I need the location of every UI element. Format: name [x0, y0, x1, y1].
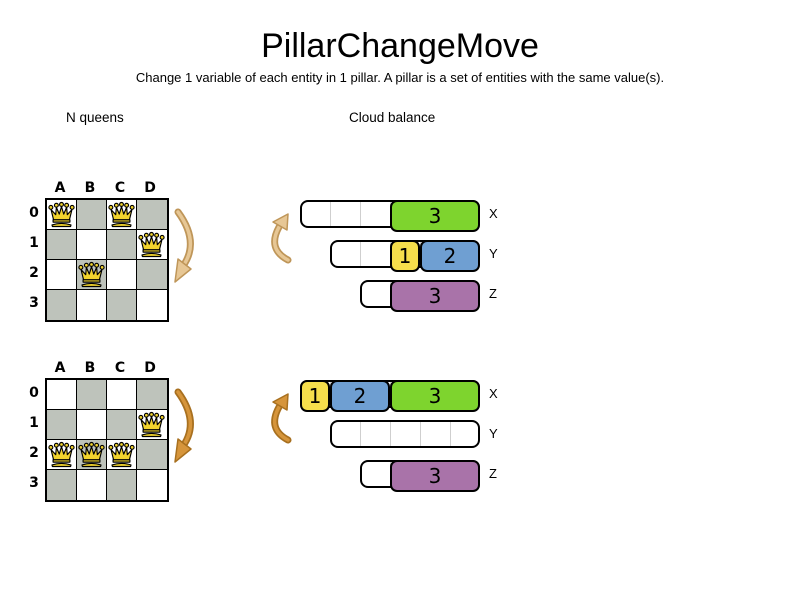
nqueens-board-before: A B C D 0 1 2 3: [25, 180, 225, 330]
column-label: D: [144, 360, 156, 376]
board-cell: [47, 290, 77, 320]
board-cell: [47, 470, 77, 500]
queen-crown-icon: [47, 200, 77, 230]
computer-capacity-bar: 3: [360, 460, 480, 492]
chessboard: [45, 198, 169, 322]
computer-capacity-bar: [330, 420, 480, 448]
board-cell: [107, 380, 137, 410]
board-cell: [137, 200, 167, 230]
board-cell: [77, 200, 107, 230]
board-cell: [107, 410, 137, 440]
board-cell: [47, 440, 77, 470]
queen-crown-icon: [77, 440, 107, 470]
capacity-cell-divider: [450, 422, 451, 446]
process-block-yellow: 1: [390, 240, 420, 272]
row-label: 1: [29, 235, 39, 251]
capacity-cell-divider: [420, 422, 421, 446]
queen-crown-icon: [137, 410, 167, 440]
computer-label: Z: [489, 286, 497, 301]
computer-label: X: [489, 386, 498, 401]
row-label: 2: [29, 265, 39, 281]
capacity-cell-divider: [360, 242, 361, 266]
row-label: 2: [29, 445, 39, 461]
board-cell: [47, 410, 77, 440]
page-subtitle: Change 1 variable of each entity in 1 pi…: [135, 70, 665, 85]
pillar-move-arrow-icon: [174, 388, 194, 463]
board-cell: [47, 230, 77, 260]
capacity-cell-divider: [360, 202, 361, 226]
nqueens-board-after: A B C D 0 1 2 3: [25, 360, 225, 510]
computer-label: Y: [489, 246, 498, 261]
board-cell: [47, 260, 77, 290]
pillar-move-arrow-icon: [271, 213, 292, 264]
board-cell: [107, 260, 137, 290]
process-block-yellow: 1: [300, 380, 330, 412]
board-cell: [107, 290, 137, 320]
row-label: 3: [29, 475, 39, 491]
queen-crown-icon: [107, 200, 137, 230]
page-title: PillarChangeMove: [261, 27, 539, 65]
column-label: C: [114, 180, 126, 196]
process-block-purple: 3: [390, 280, 480, 312]
capacity-cell-divider: [390, 422, 391, 446]
board-cell: [107, 200, 137, 230]
board-cell: [107, 230, 137, 260]
queen-crown-icon: [107, 440, 137, 470]
process-block-blue: 2: [420, 240, 480, 272]
computer-label: Y: [489, 426, 498, 441]
computer-capacity-bar: 3: [300, 200, 480, 232]
board-cell: [77, 230, 107, 260]
column-label: C: [114, 360, 126, 376]
computer-label: X: [489, 206, 498, 221]
board-cell: [137, 380, 167, 410]
column-label: A: [54, 360, 66, 376]
section-label-nqueens: N queens: [66, 110, 124, 125]
column-label: B: [84, 180, 96, 196]
board-cell: [77, 290, 107, 320]
section-label-cloudbalance: Cloud balance: [349, 110, 436, 125]
queen-crown-icon: [47, 440, 77, 470]
pillar-move-arrow-icon: [174, 208, 194, 283]
process-block-green: 3: [390, 380, 480, 412]
chessboard: [45, 378, 169, 502]
pillar-move-arrow-icon: [271, 393, 292, 444]
column-label: A: [54, 180, 66, 196]
queen-crown-icon: [137, 230, 167, 260]
process-block-purple: 3: [390, 460, 480, 492]
process-block-blue: 2: [330, 380, 390, 412]
queen-crown-icon: [77, 260, 107, 290]
board-cell: [47, 200, 77, 230]
row-label: 0: [29, 385, 39, 401]
computer-capacity-bar: 3: [360, 280, 480, 312]
column-label: D: [144, 180, 156, 196]
process-block-green: 3: [390, 200, 480, 232]
capacity-cell-divider: [330, 202, 331, 226]
column-label: B: [84, 360, 96, 376]
board-cell: [77, 380, 107, 410]
board-cell: [47, 380, 77, 410]
board-cell: [77, 410, 107, 440]
board-cell: [137, 440, 167, 470]
computer-label: Z: [489, 466, 497, 481]
board-cell: [77, 470, 107, 500]
board-cell: [107, 470, 137, 500]
board-cell: [137, 230, 167, 260]
board-cell: [137, 260, 167, 290]
row-label: 3: [29, 295, 39, 311]
capacity-cell-divider: [360, 422, 361, 446]
row-label: 1: [29, 415, 39, 431]
row-label: 0: [29, 205, 39, 221]
board-cell: [107, 440, 137, 470]
board-cell: [137, 410, 167, 440]
